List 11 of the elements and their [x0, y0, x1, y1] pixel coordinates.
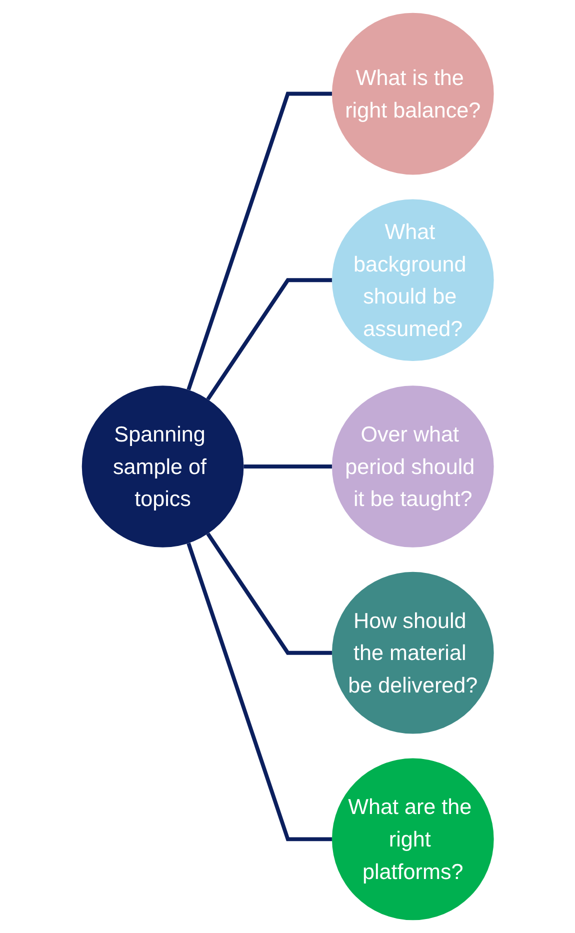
node-circle: What background should be assumed?	[332, 199, 494, 362]
node-circle: How should the material be delivered?	[332, 572, 494, 734]
connector	[206, 278, 332, 400]
connector	[206, 532, 332, 655]
connector	[186, 542, 332, 842]
connector	[186, 92, 332, 390]
node-circle: Over what period should it be taught?	[332, 386, 494, 548]
node-circle: What is the right balance?	[332, 12, 494, 175]
connector	[243, 464, 332, 468]
node-circle: Spanning sample of topics	[82, 386, 244, 548]
node-circle: What are the right platforms?	[332, 758, 494, 920]
